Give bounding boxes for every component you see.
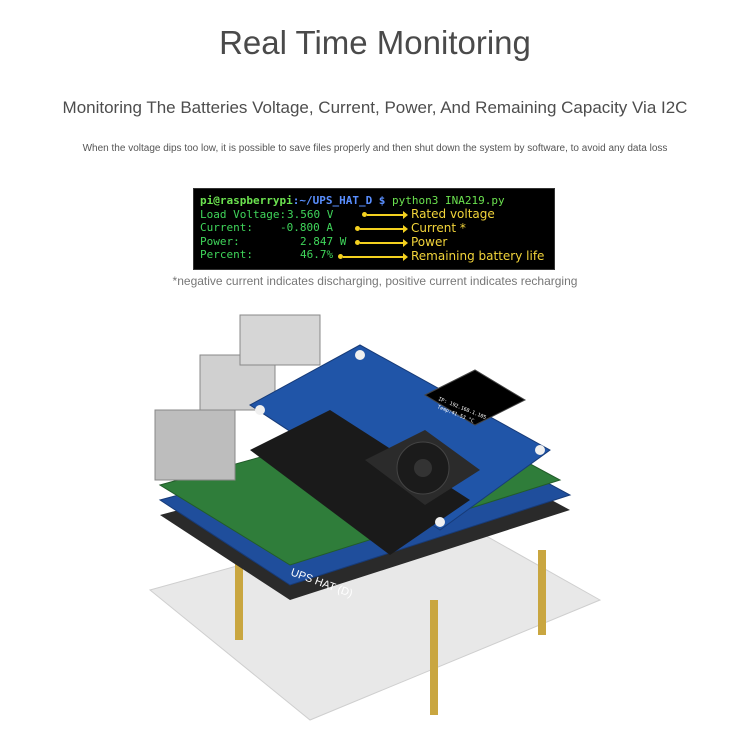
current-value: -0.800 A xyxy=(280,221,333,234)
fan-hub xyxy=(414,459,432,477)
mount-hole-4 xyxy=(255,405,265,415)
terminal-prompt-line: pi@raspberrypi:~/UPS_HAT_D $ python3 INA… xyxy=(200,194,554,208)
current-label: Current: xyxy=(200,221,253,234)
standoff-left xyxy=(235,550,243,640)
mount-hole-3 xyxy=(435,517,445,527)
callout-percent-text: Remaining battery life xyxy=(411,248,545,263)
terminal-row-current: Current: -0.800 A xyxy=(200,221,554,235)
page-description: When the voltage dips too low, it is pos… xyxy=(82,143,668,154)
callout-power-text: Power xyxy=(411,234,448,249)
percent-label: Percent: xyxy=(200,248,253,261)
percent-value: 46.7% xyxy=(300,248,334,261)
power-label: Power: xyxy=(200,234,240,248)
gpio-header xyxy=(250,410,470,555)
callout-power: Power xyxy=(355,234,448,249)
ethernet-port xyxy=(154,409,236,481)
terminal-row-percent: Percent: 46.7% xyxy=(200,248,554,262)
terminal-row-voltage: Load Voltage:3.560 V xyxy=(200,208,554,222)
mount-hole-2 xyxy=(535,445,545,455)
usb-port-top xyxy=(239,314,321,366)
voltage-label: Load Voltage: xyxy=(200,207,287,221)
terminal-screenshot: pi@raspberrypi:~/UPS_HAT_D $ python3 INA… xyxy=(193,188,555,270)
standoff-front xyxy=(430,600,438,715)
terminal-row-power: Power: 2.847 W xyxy=(200,235,554,249)
ups-hat-board-photo: UPS HAT (D) IP: 192.168.1.105 Temp:41.53… xyxy=(148,314,602,721)
prompt-command: python3 INA219.py xyxy=(385,194,505,207)
waveshare-logo-icon xyxy=(522,417,538,433)
callout-percent: Remaining battery life xyxy=(338,248,545,263)
callout-current-text: Current * xyxy=(411,220,466,235)
prompt-path: :~/UPS_HAT_D $ xyxy=(292,194,386,207)
power-value: 2.847 W xyxy=(300,234,347,248)
callout-current: Current * xyxy=(355,220,466,235)
page-subtitle: Monitoring The Batteries Voltage, Curren… xyxy=(62,98,688,117)
callout-voltage-text: Rated voltage xyxy=(411,206,495,221)
current-sign-note: *negative current indicates discharging,… xyxy=(172,274,578,288)
prompt-user: pi@raspberrypi xyxy=(200,194,293,207)
oled-display xyxy=(423,369,527,426)
standoff-right xyxy=(538,550,546,635)
voltage-value: 3.560 V xyxy=(287,207,334,221)
page-title: Real Time Monitoring xyxy=(219,24,531,61)
callout-voltage: Rated voltage xyxy=(362,206,495,221)
mount-hole-1 xyxy=(355,350,365,360)
